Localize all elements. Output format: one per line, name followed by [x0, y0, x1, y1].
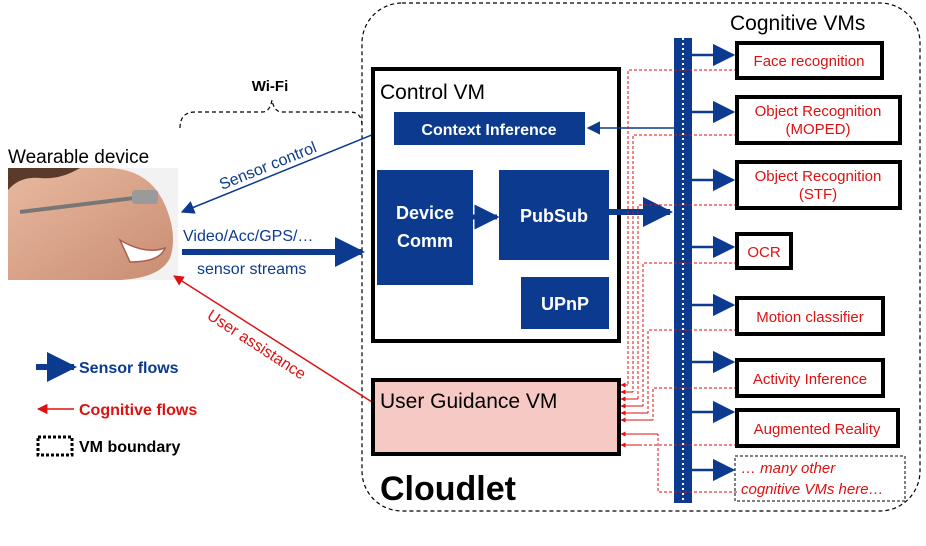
wearable-device-label: Wearable device: [8, 147, 149, 168]
user-assistance-label: User assistance: [204, 307, 309, 383]
device-comm-label-line2: Comm: [397, 231, 453, 251]
pubsub-box: [499, 170, 609, 260]
legend: Sensor flows Cognitive flows VM boundary: [36, 352, 197, 457]
wifi-brace: [179, 99, 363, 129]
legend-cognitive-flows-label: Cognitive flows: [79, 402, 197, 419]
vm-label-object-recognition-stf-line1: Object Recognition: [755, 168, 882, 185]
legend-vm-boundary-swatch: [36, 435, 74, 457]
wearable-device-photo: [8, 168, 178, 280]
vm-box-augmented-reality: [735, 408, 900, 448]
stream-label-top: Video/Acc/GPS/…: [183, 228, 313, 245]
upnp-box: [521, 277, 609, 329]
user-assistance-arrow: [173, 275, 373, 403]
vm-label-activity-inference: Activity Inference: [753, 371, 867, 388]
vm-box-face-recognition: [735, 41, 884, 80]
vm-label-augmented-reality: Augmented Reality: [754, 421, 881, 438]
vm-label-object-recognition-stf-line2: (STF): [799, 186, 837, 203]
wifi-label: Wi-Fi: [252, 78, 289, 95]
bus-to-vm-arrows: [692, 43, 736, 482]
vm-label-object-recognition-moped-line1: Object Recognition: [755, 103, 882, 120]
stream-label-bottom: sensor streams: [197, 261, 306, 278]
sensor-control-label: Sensor control: [217, 139, 319, 193]
context-inference-box: [394, 112, 585, 145]
vm-box-object-recognition-stf: [735, 160, 902, 210]
context-inference-label: Context Inference: [421, 122, 556, 139]
vm-box-object-recognition-moped: [735, 95, 902, 145]
pubsub-label: PubSub: [520, 206, 588, 226]
vm-label-ocr: OCR: [747, 244, 781, 261]
device-comm-label-line1: Device: [396, 203, 454, 223]
vm-label-face-recognition: Face recognition: [754, 53, 865, 70]
many-other-line1: … many other: [741, 460, 836, 477]
cognitive-vms-title: Cognitive VMs: [730, 12, 865, 35]
vm-box-many-other: [734, 455, 906, 502]
device-comm-box: [377, 170, 473, 285]
control-vm-title: Control VM: [380, 81, 485, 104]
cloudlet-label: Cloudlet: [380, 470, 516, 508]
legend-vm-boundary-label: VM boundary: [79, 439, 180, 456]
vm-box-ocr: [735, 232, 793, 270]
cognitive-flow-arrowheads: [620, 382, 658, 448]
vm-label-motion-classifier: Motion classifier: [756, 309, 864, 326]
cognitive-flow-lines: [621, 69, 737, 493]
vm-box-activity-inference: [735, 358, 885, 398]
user-guidance-vm-title: User Guidance VM: [380, 390, 557, 413]
sensor-control-arrow: [180, 125, 395, 214]
vm-box-motion-classifier: [735, 296, 885, 336]
legend-sensor-flows-label: Sensor flows: [79, 360, 179, 377]
user-guidance-vm-box: [371, 378, 621, 456]
upnp-label: UPnP: [541, 294, 589, 314]
many-other-line2: cognitive VMs here…: [741, 481, 884, 498]
vm-label-object-recognition-moped-line2: (MOPED): [786, 121, 851, 138]
